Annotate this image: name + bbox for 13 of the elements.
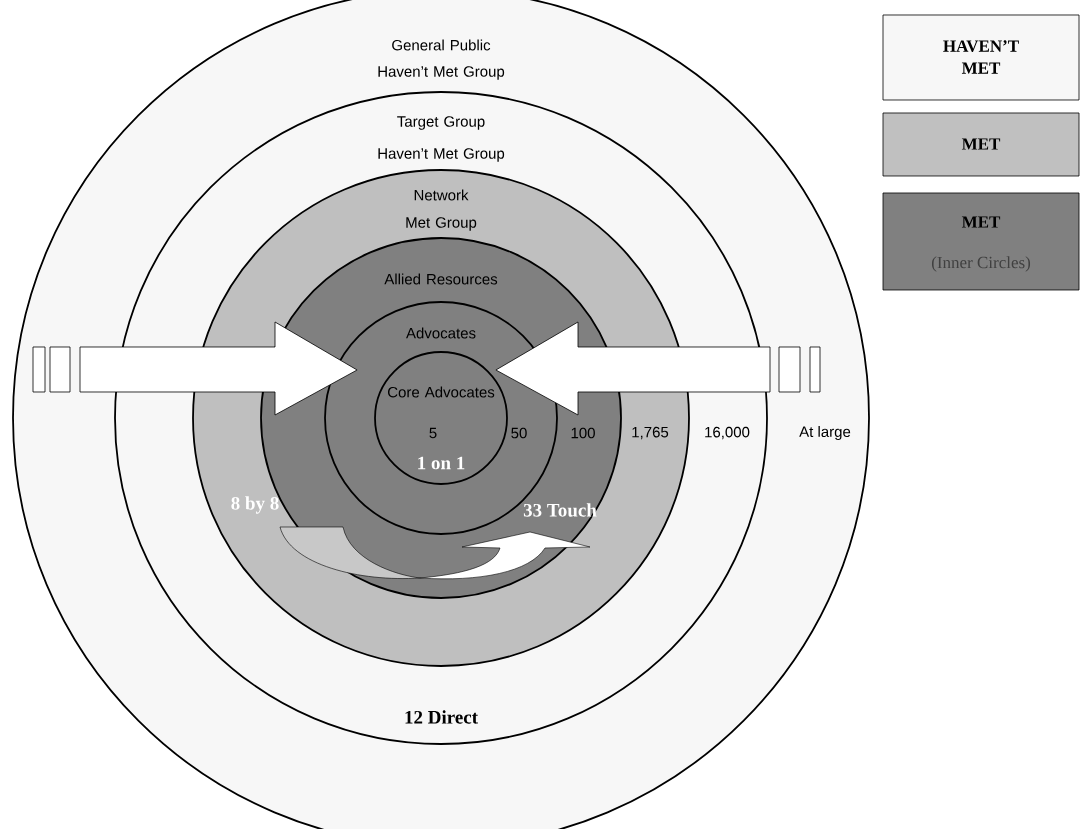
ring-label: 1,765 bbox=[632, 426, 669, 440]
ring-label: (Inner Circles) bbox=[931, 256, 1031, 272]
legend-text: HAVEN’T MET bbox=[943, 40, 1019, 74]
ring-label: 1 on 1 bbox=[418, 456, 465, 470]
ring-label: 12 Direct bbox=[405, 710, 478, 724]
ring-label: 16,000 bbox=[705, 426, 750, 440]
legend-text: MET bbox=[961, 216, 1001, 228]
ring-label: 100 bbox=[571, 427, 595, 439]
legend-text: MET bbox=[961, 138, 1001, 150]
ring-label: 5 bbox=[429, 427, 437, 439]
block-arrow bbox=[495, 321, 821, 416]
block-arrow bbox=[32, 321, 358, 416]
ring-label: At large bbox=[799, 426, 851, 440]
